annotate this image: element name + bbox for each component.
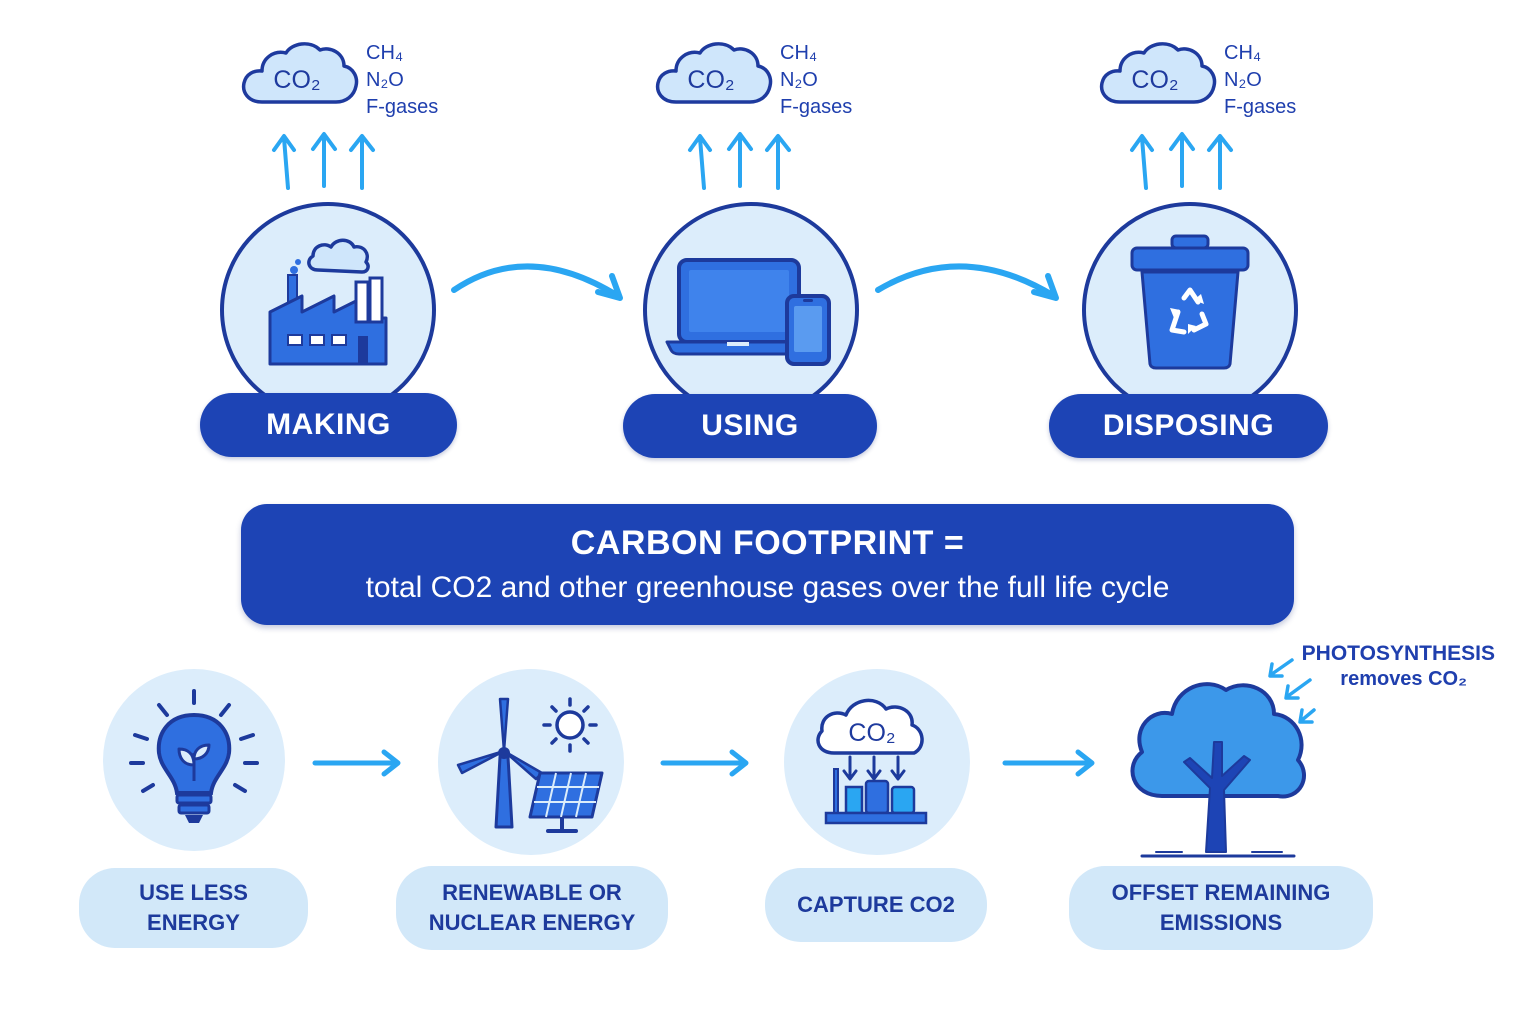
gas-list: CH₄ N₂O F-gases bbox=[1224, 40, 1296, 121]
co2-cloud-icon: CO₂ bbox=[654, 40, 774, 110]
rising-arrows-icon bbox=[688, 132, 791, 190]
stage-label-using: USING bbox=[623, 394, 877, 458]
emission-group-making: CO₂ CH₄ N₂O F-gases bbox=[236, 36, 466, 196]
gas-n2o: N₂O bbox=[366, 69, 404, 91]
emission-group-using: CO₂ CH₄ N₂O F-gases bbox=[650, 36, 880, 196]
co2-cloud-icon: CO₂ bbox=[240, 40, 360, 110]
gas-n2o: N₂O bbox=[780, 69, 818, 91]
banner-title: CARBON FOOTPRINT = bbox=[570, 524, 965, 562]
step-arrow-3 bbox=[1002, 749, 1095, 777]
photosynthesis-title: PHOTOSYNTHESIS bbox=[1301, 642, 1495, 665]
banner-subtitle: total CO2 and other greenhouse gases ove… bbox=[365, 571, 1170, 604]
incoming-arrows-icon bbox=[1268, 658, 1316, 724]
rising-arrows-icon bbox=[272, 132, 375, 190]
process-arrow-1 bbox=[451, 263, 623, 301]
co2-cloud-icon: CO₂ bbox=[1098, 40, 1218, 110]
step-arrow-1 bbox=[312, 749, 401, 777]
co2-cloud-label: CO₂ bbox=[1131, 66, 1178, 94]
photosynthesis-subtitle: removes CO₂ bbox=[1340, 668, 1467, 690]
step-circle-renewable-energy bbox=[438, 669, 624, 855]
co2-cloud-label: CO₂ bbox=[273, 66, 320, 94]
step-circle-capture-co2: CO₂ bbox=[784, 669, 970, 855]
recycle-bin-icon bbox=[1130, 234, 1250, 370]
process-arrow-2 bbox=[875, 263, 1059, 301]
capture-cloud-label: CO₂ bbox=[848, 719, 895, 747]
gas-fgases: F-gases bbox=[780, 96, 853, 118]
gas-fgases: F-gases bbox=[366, 96, 439, 118]
stage-circle-using bbox=[643, 202, 859, 418]
photosynthesis-note: PHOTOSYNTHESIS removes CO₂ bbox=[1280, 642, 1495, 691]
stage-circle-disposing bbox=[1082, 202, 1298, 418]
gas-fgases: F-gases bbox=[1224, 96, 1297, 118]
carbon-footprint-banner: CARBON FOOTPRINT = total CO2 and other g… bbox=[241, 504, 1294, 625]
tree-icon bbox=[1130, 682, 1306, 858]
stage-label-making: MAKING bbox=[200, 393, 457, 457]
factory-icon bbox=[268, 238, 388, 366]
gas-ch4: CH₄ bbox=[366, 42, 404, 64]
gas-list: CH₄ N₂O F-gases bbox=[366, 40, 438, 121]
co2-cloud-label: CO₂ bbox=[687, 66, 734, 94]
laptop-phone-icon bbox=[665, 258, 831, 366]
step-arrow-2 bbox=[660, 749, 749, 777]
gas-list: CH₄ N₂O F-gases bbox=[780, 40, 852, 121]
emission-group-disposing: CO₂ CH₄ N₂O F-gases bbox=[1094, 36, 1324, 196]
step-label-capture-co2: CAPTURE CO2 bbox=[765, 868, 987, 942]
lightbulb-icon bbox=[129, 689, 259, 823]
rising-arrows-icon bbox=[1130, 132, 1233, 190]
step-circle-use-less-energy bbox=[103, 669, 285, 851]
gas-ch4: CH₄ bbox=[780, 42, 818, 64]
stage-label-disposing: DISPOSING bbox=[1049, 394, 1328, 458]
gas-ch4: CH₄ bbox=[1224, 42, 1262, 64]
wind-solar-icon bbox=[456, 697, 604, 833]
stage-circle-making bbox=[220, 202, 436, 418]
gas-n2o: N₂O bbox=[1224, 69, 1262, 91]
carbon-capture-icon: CO₂ bbox=[816, 698, 928, 825]
